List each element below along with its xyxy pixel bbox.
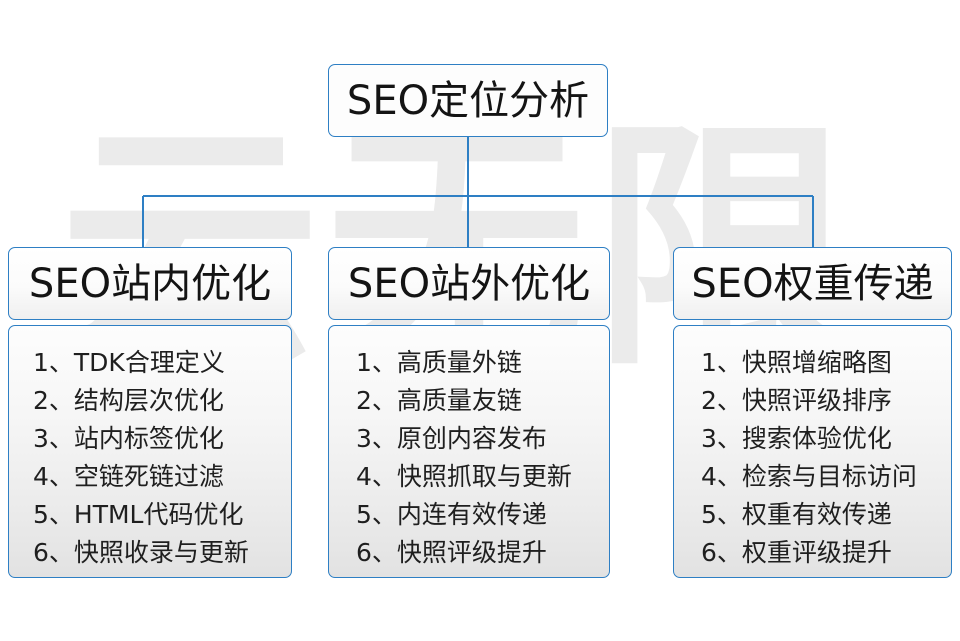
list-item: 6、快照评级提升 bbox=[356, 538, 547, 567]
branch-header-3-label: SEO权重传递 bbox=[691, 260, 934, 307]
list-item: 6、权重评级提升 bbox=[701, 538, 892, 567]
list-item: 3、站内标签优化 bbox=[33, 424, 224, 453]
list-item: 1、TDK合理定义 bbox=[33, 348, 225, 377]
list-item: 1、高质量外链 bbox=[356, 348, 522, 377]
list-item: 6、快照收录与更新 bbox=[33, 538, 249, 567]
branch-list-2: 1、高质量外链 2、高质量友链 3、原创内容发布 4、快照抓取与更新 5、内连有… bbox=[328, 325, 610, 578]
list-item: 2、快照评级排序 bbox=[701, 386, 892, 415]
root-node[interactable]: SEO定位分析 bbox=[328, 64, 608, 137]
list-item: 5、权重有效传递 bbox=[701, 500, 892, 529]
list-item: 4、检索与目标访问 bbox=[701, 462, 917, 491]
list-item: 4、空链死链过滤 bbox=[33, 462, 224, 491]
list-item: 2、高质量友链 bbox=[356, 386, 522, 415]
branch-list-3: 1、快照增缩略图 2、快照评级排序 3、搜索体验优化 4、检索与目标访问 5、权… bbox=[673, 325, 952, 578]
list-item: 2、结构层次优化 bbox=[33, 386, 224, 415]
list-item: 1、快照增缩略图 bbox=[701, 348, 892, 377]
branch-header-2[interactable]: SEO站外优化 bbox=[328, 247, 610, 320]
list-item: 4、快照抓取与更新 bbox=[356, 462, 572, 491]
branch-list-1: 1、TDK合理定义 2、结构层次优化 3、站内标签优化 4、空链死链过滤 5、H… bbox=[8, 325, 292, 578]
root-node-label: SEO定位分析 bbox=[346, 77, 590, 124]
list-item: 3、搜索体验优化 bbox=[701, 424, 892, 453]
list-item: 5、内连有效传递 bbox=[356, 500, 547, 529]
list-item: 5、HTML代码优化 bbox=[33, 500, 244, 529]
branch-header-1-label: SEO站内优化 bbox=[28, 260, 272, 307]
branch-header-2-label: SEO站外优化 bbox=[347, 260, 591, 307]
branch-header-1[interactable]: SEO站内优化 bbox=[8, 247, 292, 320]
list-item: 3、原创内容发布 bbox=[356, 424, 547, 453]
branch-header-3[interactable]: SEO权重传递 bbox=[673, 247, 952, 320]
